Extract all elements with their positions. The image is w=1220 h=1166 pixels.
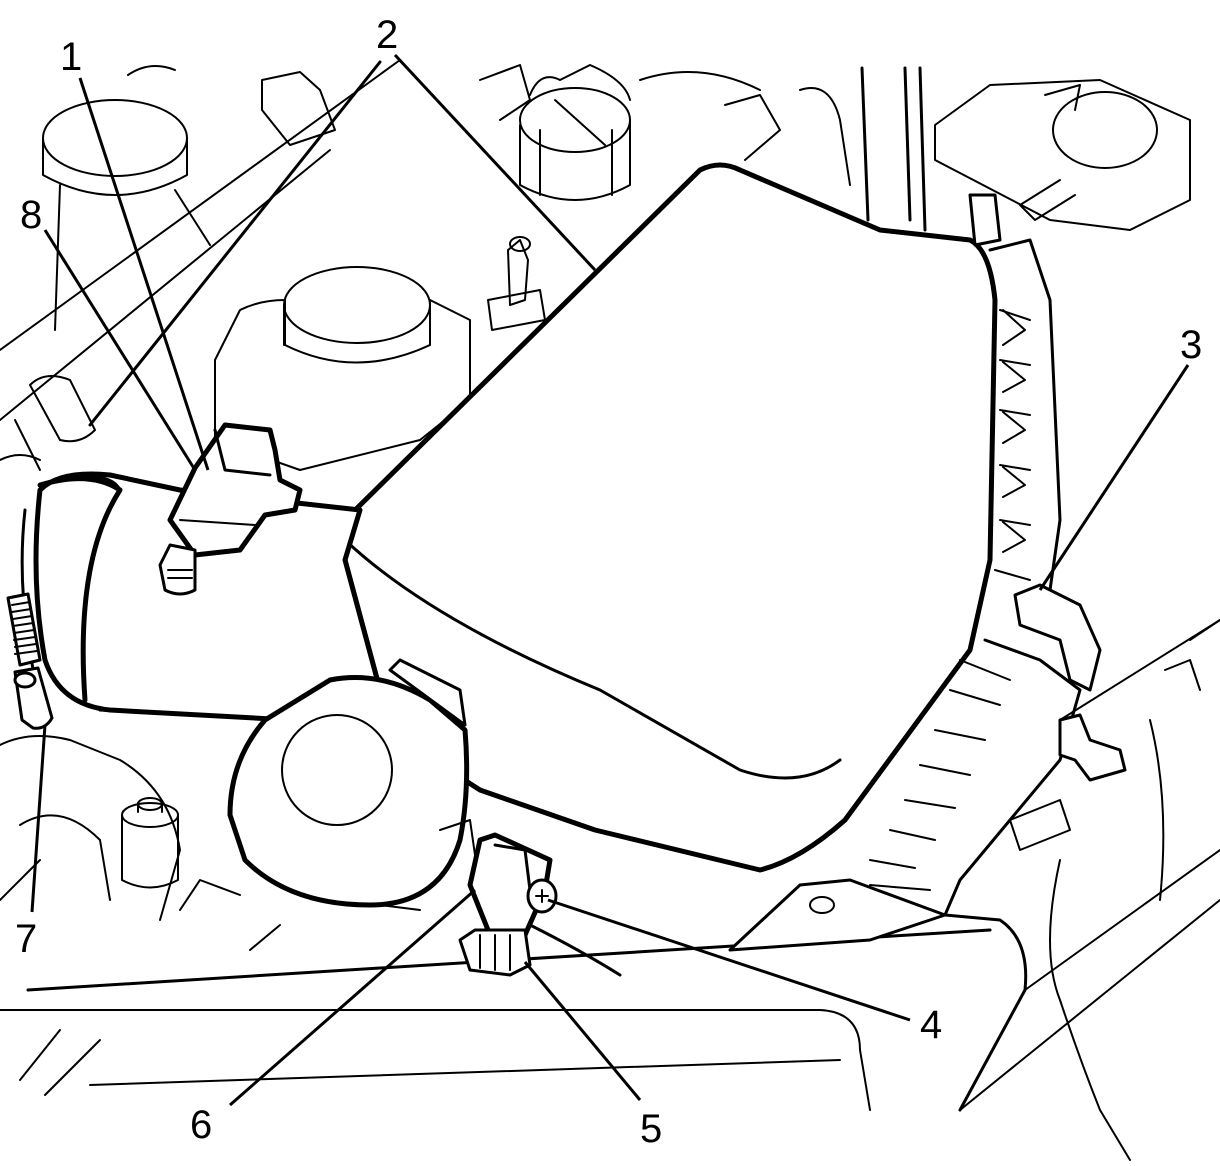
callout-1: 1: [60, 35, 82, 79]
leader-line-7: [30, 724, 47, 913]
callout-8: 8: [20, 193, 42, 237]
leader-line-6: [229, 888, 476, 1107]
hose-clamp: [6, 592, 54, 730]
background-engine-parts: [0, 59, 1220, 1161]
callout-3: 3: [1180, 323, 1202, 367]
oil-filler-cap: [519, 64, 631, 201]
hose-line: [0, 59, 401, 351]
relay-post: [121, 797, 179, 889]
leader-line-4: [547, 898, 911, 1022]
callout-2: 2: [376, 13, 398, 57]
resonator: [227, 658, 476, 908]
air-cleaner-housing: [342, 162, 1127, 952]
coolant-reservoir: [934, 79, 1191, 231]
leader-line-8: [43, 229, 197, 471]
hose-line: [0, 149, 331, 421]
leader-line-3: [1038, 364, 1190, 591]
callout-labels: 1 2 3 4 5 6 7 8: [15, 13, 1202, 1151]
callout-5: 5: [640, 1107, 662, 1151]
reservoir-cap-left: [42, 65, 211, 331]
leader-line-5: [523, 961, 642, 1101]
leader-line-1: [78, 77, 210, 471]
callout-4: 4: [920, 1003, 942, 1047]
intake-air-temperature-sensor: [458, 832, 622, 977]
callout-7: 7: [15, 917, 37, 961]
leader-line-2: [393, 53, 597, 272]
fluid-reservoir: [214, 266, 471, 471]
callout-6: 6: [190, 1103, 212, 1147]
leader-lines: [30, 53, 1190, 1107]
mounting-stud: [487, 236, 546, 331]
